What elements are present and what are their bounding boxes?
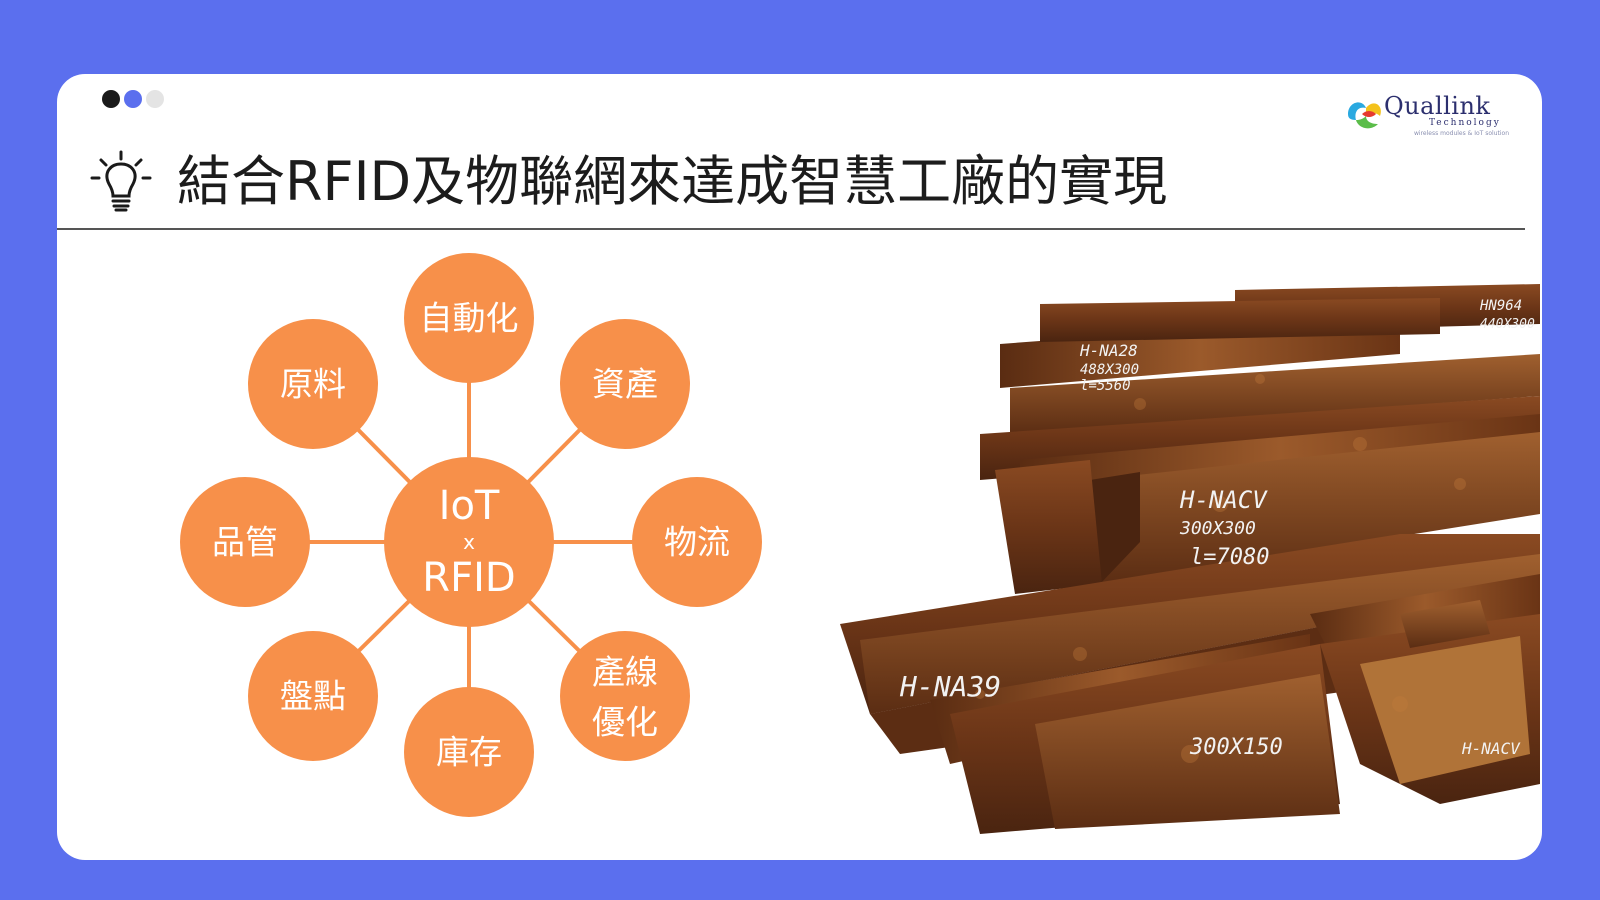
steel-beams-photo: H-NA28 488X300 l=5560 H-NACV 300X300 l=7… (840, 284, 1540, 834)
chalk-marking: 300X300 (1179, 518, 1256, 539)
logo-subtitle: Technology (1429, 118, 1501, 128)
node-circle (632, 477, 762, 607)
chalk-marking: H-NA39 (899, 670, 1001, 703)
node-materials: 原料 (248, 319, 378, 449)
center-node-label: IoT (439, 483, 500, 529)
logo-wordmark: Quallink (1384, 92, 1491, 120)
chalk-marking: HN964 (1479, 298, 1522, 314)
node-logistics: 物流 (632, 477, 762, 607)
center-node-circle (384, 457, 554, 627)
progress-dot (102, 90, 120, 108)
node-inventory: 庫存 (404, 687, 534, 817)
node-label: 自動化 (420, 299, 519, 338)
logo-tagline: wireless modules & IoT solution (1414, 130, 1509, 137)
node-label: 資產 (592, 365, 658, 404)
center-node-label: x (463, 530, 475, 554)
node-circle (248, 631, 378, 761)
chalk-marking: H-NACV (1461, 739, 1521, 758)
center-node-label: RFID (422, 555, 515, 601)
node-label: 物流 (664, 523, 730, 562)
quallink-logo: Quallink Technology wireless modules & I… (1344, 90, 1509, 144)
node-circle (404, 253, 534, 383)
progress-dot (124, 90, 142, 108)
chalk-marking: l=7080 (1190, 545, 1269, 570)
lightbulb-icon (90, 150, 152, 212)
node-label: 庫存 (436, 733, 502, 772)
node-automation: 自動化 (404, 253, 534, 383)
node-quality: 品管 (180, 477, 310, 607)
node-circle (404, 687, 534, 817)
node-circle (248, 319, 378, 449)
node-label: 優化 (592, 703, 658, 742)
progress-dot (146, 90, 164, 108)
node-label: 原料 (280, 365, 346, 404)
chalk-marking: 440X300 (1480, 317, 1535, 332)
title-divider (57, 228, 1525, 230)
chalk-marking: H-NA28 (1079, 341, 1138, 360)
node-label: 產線 (592, 653, 658, 692)
logo-mark-icon (1348, 102, 1381, 129)
node-label: 盤點 (280, 677, 346, 716)
node-label: 品管 (212, 523, 278, 562)
progress-dots (102, 90, 164, 108)
node-circle (180, 477, 310, 607)
slide-card: Quallink Technology wireless modules & I… (57, 74, 1542, 860)
chalk-marking: H-NACV (1179, 486, 1268, 514)
node-stocktaking: 盤點 (248, 631, 378, 761)
slide-title: 結合RFID及物聯網來達成智慧工廠的實現 (177, 150, 1168, 213)
chalk-marking: 488X300 (1080, 362, 1139, 378)
chalk-marking: l=5560 (1080, 378, 1131, 394)
node-circle (560, 319, 690, 449)
chalk-marking: 300X150 (1189, 735, 1283, 760)
node-assets: 資產 (560, 319, 690, 449)
node-circle (560, 631, 690, 761)
